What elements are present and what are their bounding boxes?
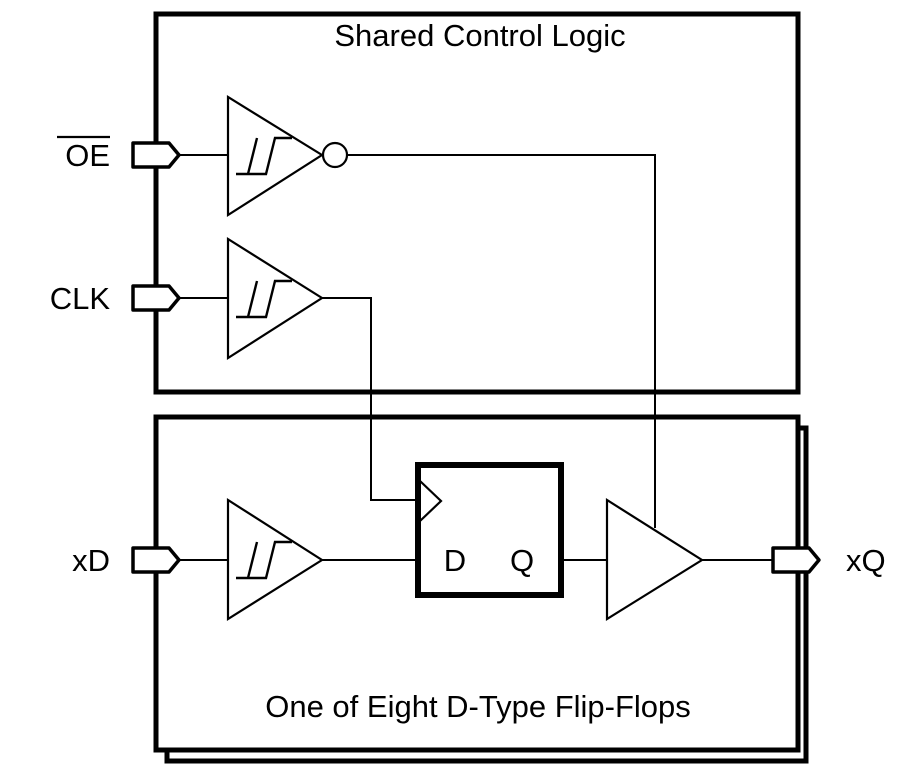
flip-flop-block-title: One of Eight D-Type Flip-Flops [265,689,691,724]
d-schmitt-buffer [226,497,325,621]
clock-input-icon [419,480,443,522]
ff-d-label: D [444,543,466,578]
pin-xq-label: xQ [846,543,886,578]
wire-oe-enable [347,154,656,528]
schmitt-trigger-icon [236,136,292,176]
flip-flop-block [153,414,801,753]
shared-control-block [153,11,801,395]
oe-schmitt-inverter [226,95,349,218]
pin-xd: xD [72,543,181,578]
flip-flop-block-shadow [164,425,809,764]
pin-clk: CLK [50,281,181,316]
pin-xd-label: xD [72,543,110,578]
wire-clk-ff [322,297,416,501]
pin-oe: OE [57,135,181,173]
d-flip-flop: D Q [415,462,564,598]
schmitt-trigger-icon [236,279,292,319]
shared-control-title: Shared Control Logic [334,18,625,53]
wires [180,154,775,561]
output-tristate-buffer [605,498,705,621]
inversion-bubble-icon [321,141,349,169]
pin-oe-label: OE [65,138,110,173]
schmitt-trigger-icon [236,540,292,580]
pin-clk-label: CLK [50,281,111,316]
pin-xq: xQ [771,543,886,578]
ff-q-label: Q [510,543,534,578]
clk-schmitt-buffer [226,237,325,361]
